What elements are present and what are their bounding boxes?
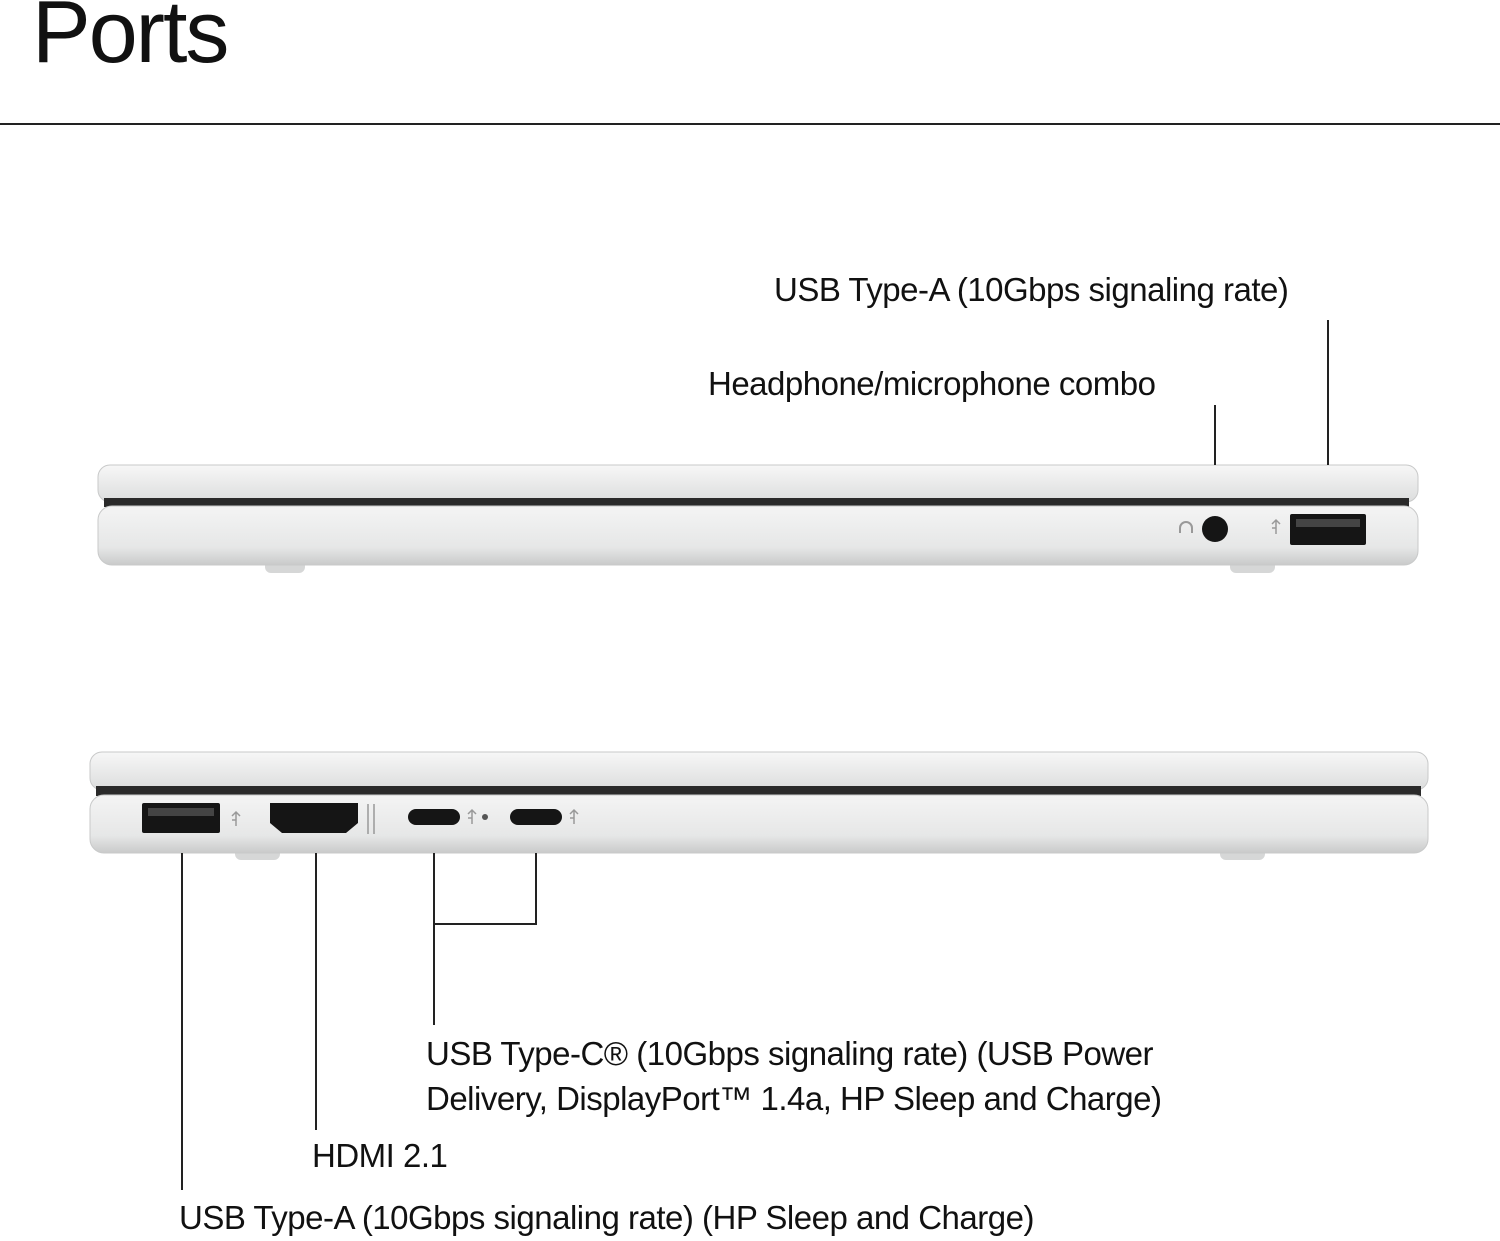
usb-a-port: [142, 803, 220, 833]
base: [97, 505, 1419, 566]
label-audio-combo: Headphone/microphone combo: [708, 365, 1156, 402]
charge-led: [482, 814, 488, 820]
usb-logo-icon: [467, 808, 477, 824]
usb-a-port: [1290, 514, 1366, 545]
lid: [89, 751, 1429, 791]
headphone-icon: [1179, 521, 1193, 533]
title-divider: [0, 123, 1500, 125]
usb-a-port-tongue: [1296, 519, 1360, 527]
usb-logo-icon: [1271, 518, 1281, 534]
usb-c-port: [408, 809, 460, 825]
usb-c-port: [510, 809, 562, 825]
label-usb-a-right: USB Type-A (10Gbps signaling rate): [774, 271, 1289, 308]
audio-jack: [1202, 516, 1228, 542]
page-title: Ports: [32, 0, 229, 81]
lid: [97, 464, 1419, 503]
label-usb-a-left: USB Type-A (10Gbps signaling rate) (HP S…: [179, 1199, 1034, 1236]
hinge-gap: [104, 498, 1409, 507]
usb-logo-icon: [231, 810, 241, 826]
laptop-left-side: [89, 751, 1429, 1190]
hdmi-port: [270, 803, 358, 833]
usb-logo-icon: [569, 808, 579, 824]
label-hdmi: HDMI 2.1: [312, 1137, 448, 1174]
label-usb-c-line1: USB Type-C® (10Gbps signaling rate) (USB…: [426, 1035, 1154, 1072]
label-usb-c-line2: Delivery, DisplayPort™ 1.4a, HP Sleep an…: [426, 1080, 1162, 1117]
usb-a-port-tongue: [148, 808, 214, 816]
hdmi-logo-icon: [367, 804, 375, 834]
laptop-right-side: [97, 320, 1419, 573]
hinge-gap: [96, 786, 1421, 796]
